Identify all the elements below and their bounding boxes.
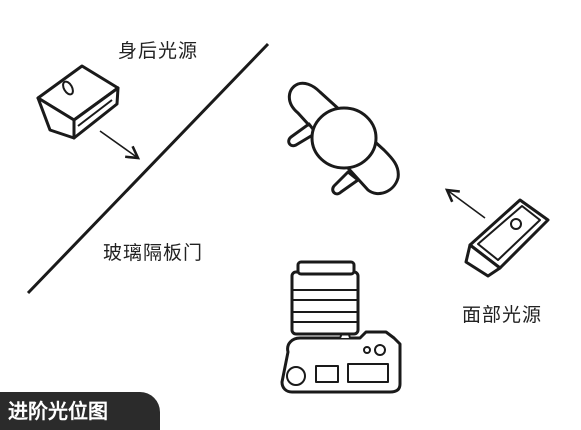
back-light-label: 身后光源: [118, 40, 199, 62]
face-light-arrow-icon: [444, 188, 486, 219]
camera-icon: [280, 260, 402, 394]
back-light-softbox-icon: [36, 64, 120, 140]
face-light-softbox-icon: [464, 198, 550, 278]
title-badge-text: 进阶光位图: [8, 399, 108, 423]
glass-partition-line: [26, 42, 270, 295]
back-light-arrow-icon: [99, 130, 141, 160]
glass-partition-label: 玻璃隔板门: [103, 242, 204, 264]
face-light-label: 面部光源: [462, 304, 543, 326]
person-top-view-icon: [287, 81, 400, 196]
title-badge: 进阶光位图: [0, 392, 160, 430]
